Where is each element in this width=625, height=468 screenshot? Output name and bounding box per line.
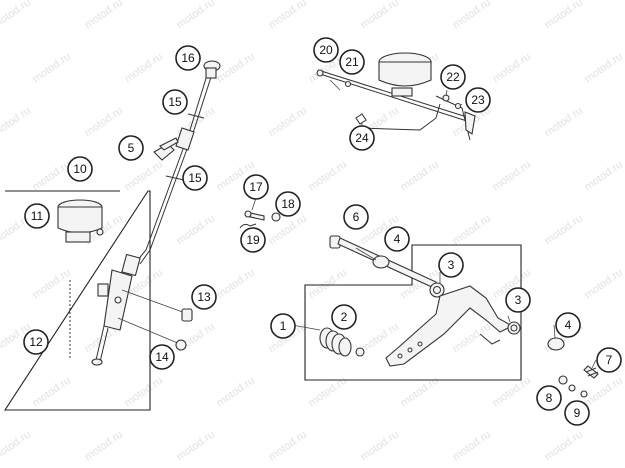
callout-17-label: 17	[249, 180, 263, 194]
master-cylinder-body	[69, 253, 141, 366]
callout-5-label: 5	[128, 141, 135, 155]
callout-23: 23	[465, 87, 491, 113]
callout-4a: 4	[384, 226, 410, 252]
callout-7-label: 7	[606, 353, 613, 367]
callout-15b: 15	[182, 165, 208, 191]
callout-18-label: 18	[281, 197, 295, 211]
callout-9: 9	[564, 400, 590, 426]
callout-4b: 4	[555, 312, 581, 338]
reservoir-assembly-top	[316, 52, 476, 141]
callout-7: 7	[596, 347, 622, 373]
callout-19-label: 19	[246, 233, 260, 247]
callout-4b-label: 4	[565, 318, 572, 332]
callout-9-label: 9	[574, 406, 581, 420]
callout-3a-label: 3	[448, 258, 455, 272]
callout-24: 24	[349, 125, 375, 151]
pedal-hardware-right	[547, 337, 599, 398]
callout-14: 14	[149, 344, 175, 370]
pin-and-clip	[239, 197, 281, 229]
callout-20: 20	[313, 37, 339, 63]
callout-8: 8	[536, 385, 562, 411]
callout-14-label: 14	[155, 350, 169, 364]
callout-8-label: 8	[546, 391, 553, 405]
callout-12-label: 12	[29, 335, 43, 349]
callout-20-label: 20	[319, 43, 333, 57]
callout-18: 18	[275, 191, 301, 217]
callout-1: 1	[270, 313, 296, 339]
callout-3b-label: 3	[515, 293, 522, 307]
callout-15a-label: 15	[168, 95, 182, 109]
callout-21: 21	[339, 49, 365, 75]
callout-21-label: 21	[345, 55, 359, 69]
callout-5: 5	[118, 135, 144, 161]
callout-22: 22	[440, 64, 466, 90]
callout-24-label: 24	[355, 131, 369, 145]
bolt-and-washer	[117, 289, 193, 351]
callout-22-label: 22	[446, 70, 460, 84]
pedal-pivot-bolt	[329, 235, 445, 298]
callout-1-label: 1	[280, 319, 287, 333]
callout-3b: 3	[505, 287, 531, 313]
callout-13-label: 13	[197, 290, 211, 304]
callout-2-label: 2	[341, 310, 348, 324]
callout-23-label: 23	[471, 93, 485, 107]
brake-pedal-lever	[385, 285, 521, 367]
leader-lines	[291, 79, 597, 369]
callout-4a-label: 4	[394, 232, 401, 246]
callout-3a: 3	[438, 252, 464, 278]
callout-15a: 15	[162, 89, 188, 115]
brake-hose	[135, 60, 221, 265]
callout-6-label: 6	[353, 210, 360, 224]
master-cylinder-reservoir	[57, 199, 104, 243]
callout-10: 10	[67, 156, 93, 182]
callout-2: 2	[331, 304, 357, 330]
callout-11: 11	[24, 203, 50, 229]
callout-16-label: 16	[181, 51, 195, 65]
callout-15b-label: 15	[188, 171, 202, 185]
callout-19: 19	[240, 227, 266, 253]
callout-10-label: 10	[73, 162, 87, 176]
callout-6: 6	[343, 204, 369, 230]
callout-13: 13	[191, 284, 217, 310]
frame-brake-pedal-group	[304, 244, 522, 381]
callout-12: 12	[23, 329, 49, 355]
callout-16: 16	[175, 45, 201, 71]
callout-11-label: 11	[31, 209, 44, 223]
pedal-rubber	[319, 327, 365, 357]
frame-master-cylinder-group	[3, 190, 151, 411]
callout-17: 17	[243, 174, 269, 200]
